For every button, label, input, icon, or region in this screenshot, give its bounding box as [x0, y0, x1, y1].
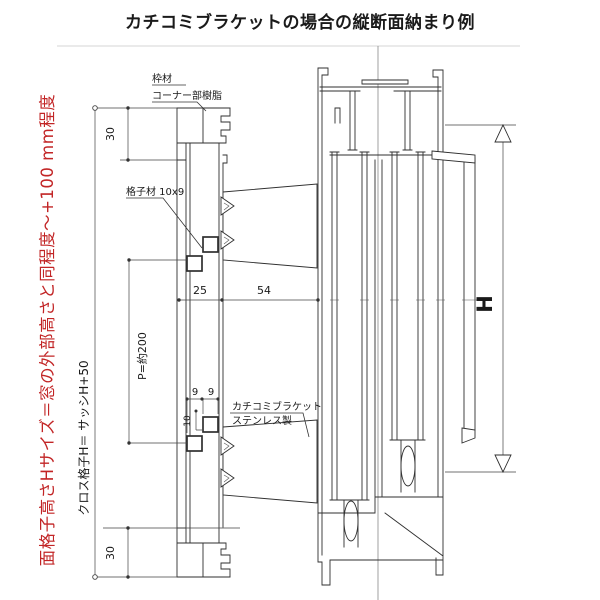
sash-profile — [317, 67, 476, 586]
dim-text-54: 54 — [257, 284, 271, 297]
dim-dot — [194, 409, 198, 413]
corner-resin-piece-top — [202, 107, 231, 144]
dim-line-H — [445, 124, 516, 473]
dim-dot — [216, 397, 220, 401]
bracket-plates — [220, 183, 318, 504]
note-lattice-height-red: 面格子高さHサイズ＝窓の外部高さと同程度～+100 mm程度 — [38, 94, 57, 567]
dim-dot — [126, 575, 130, 579]
lattice-bar-square-1 — [202, 236, 219, 253]
lattice-bar-square-4 — [186, 435, 203, 452]
label-bracket-material: ステンレス製 — [232, 414, 292, 427]
dim-line-10 — [195, 411, 202, 431]
dim-text-30-top: 30 — [104, 127, 117, 141]
dim-ring — [92, 574, 98, 580]
dim-dot — [185, 397, 189, 401]
drawing-title: カチコミブラケットの場合の縦断面納まり例 — [125, 12, 475, 33]
dim-dot — [200, 397, 204, 401]
dim-text-10: 10 — [183, 415, 193, 427]
dim-line-30-bottom — [103, 527, 240, 577]
label-bracket-name: カチコミブラケット — [232, 400, 322, 413]
dim-text-pitch: P=約200 — [135, 332, 149, 380]
dimensions — [92, 105, 516, 580]
leader-lattice-label — [126, 197, 203, 249]
leader-frame-label — [152, 84, 207, 112]
label-lattice-material: 格子材 10x9 — [126, 185, 184, 198]
corner-resin-piece-bottom — [202, 542, 231, 578]
sash-assembly — [317, 67, 477, 586]
dim-text-9-left: 9 — [192, 387, 198, 398]
dim-line-overall-left — [94, 107, 177, 578]
panel-cap-bottom — [461, 427, 476, 444]
roller-right — [400, 445, 416, 487]
dim-dot — [316, 298, 320, 302]
dim-arrow-H-top — [494, 123, 512, 143]
roller-left — [343, 500, 359, 542]
lattice-profile — [176, 107, 231, 578]
leader-bracket-label — [230, 412, 310, 438]
dim-dot — [127, 441, 131, 445]
dim-line-30-top — [120, 108, 177, 161]
dim-dot — [126, 106, 130, 110]
dim-text-H: H — [473, 295, 497, 313]
label-frame-material: 枠材 — [152, 72, 172, 85]
dim-line-pitch — [128, 259, 187, 444]
dim-dot — [126, 158, 130, 162]
dim-dot — [220, 298, 224, 302]
meeting-stile-cover — [361, 79, 409, 85]
lattice-bar-square-3 — [202, 416, 219, 433]
dim-dot — [126, 526, 130, 530]
dim-text-9-right: 9 — [208, 387, 214, 398]
bracket-plate-top — [222, 183, 318, 269]
dim-text-25: 25 — [193, 284, 207, 297]
dim-arrow-H-bottom — [494, 454, 512, 474]
dim-ring — [92, 105, 98, 111]
lattice-assembly — [176, 107, 231, 578]
label-leaders — [126, 84, 310, 438]
dim-dot — [177, 298, 181, 302]
wedge-teeth — [220, 196, 235, 488]
wedge-teeth-inner — [223, 202, 230, 483]
panel-cap-top — [431, 150, 476, 164]
dim-text-30-bottom: 30 — [104, 546, 117, 560]
dim-dot — [127, 258, 131, 262]
lattice-lip — [222, 154, 228, 164]
label-corner-resin: コーナー部樹脂 — [152, 89, 222, 102]
bracket-plate-bottom — [222, 419, 318, 504]
note-cross-lattice: クロス格子H＝ サッシH+50 — [76, 360, 91, 515]
lattice-bar-square-2 — [186, 255, 203, 272]
